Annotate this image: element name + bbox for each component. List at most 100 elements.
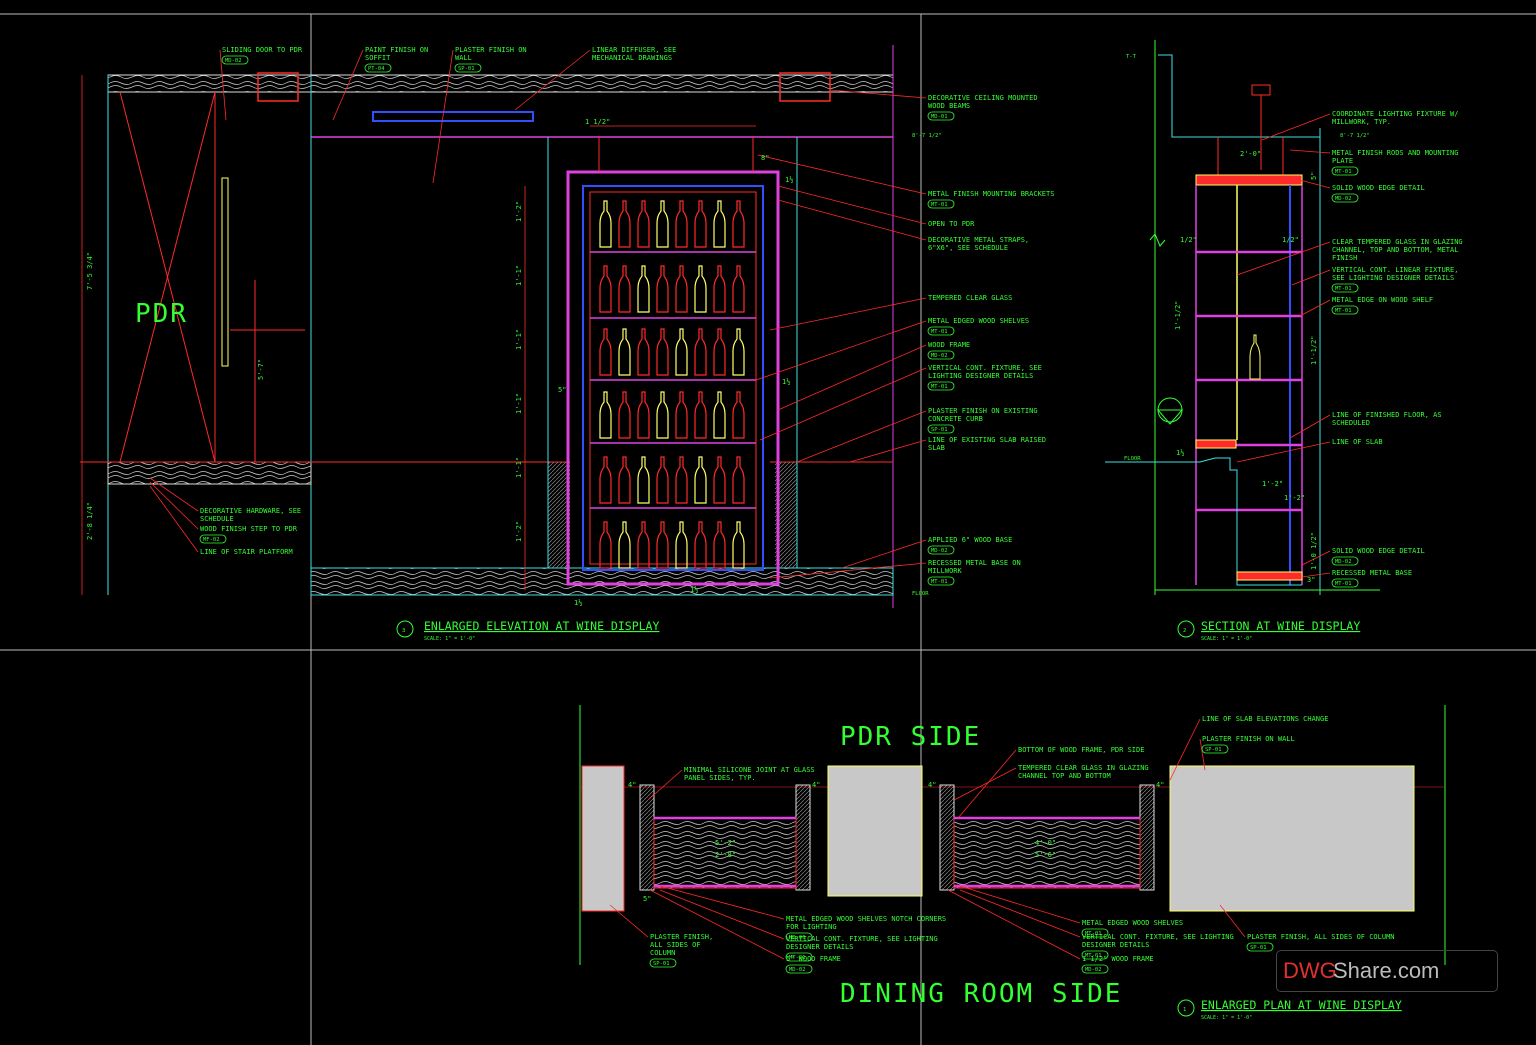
elev-note-right-10-text: APPLIED 6" WOOD BASE [928, 536, 1012, 544]
sect-note-9-tag: MT-01 [1335, 581, 1352, 587]
sect-dim-8: 5" [1310, 172, 1318, 180]
plan-note-bottom-4: METAL EDGED WOOD SHELVES MT-01 [1081, 919, 1183, 938]
elev-level-ceiling: 8'-7 1/2" [912, 133, 942, 139]
elev-bottle-r5-6 [713, 521, 726, 569]
plan-note-bottom-0-tag: SP-01 [653, 961, 670, 967]
elev-bottle-r0-7 [732, 200, 745, 248]
sect-dim-7: 1'-0 1/2" [1310, 532, 1318, 570]
sect-note-1-tag: MT-01 [1335, 169, 1352, 175]
sect-note-9-text: RECESSED METAL BASE [1332, 569, 1412, 577]
plan-dim-2: 4" [928, 781, 936, 789]
elev-bottle-r3-7 [732, 391, 745, 439]
sect-note-4: VERTICAL CONT. LINEAR FIXTURE,SEE LIGHTI… [1331, 266, 1458, 293]
elev-bottle-r1-4 [675, 265, 688, 313]
elev-bottle-r4-4 [675, 456, 688, 504]
elevation-view: PDR 7'-5 3/4" 2'-8 1/4" 5'-7" 1 1/2" 8" … [80, 45, 1054, 642]
plan-dim-3: 4" [1156, 781, 1164, 789]
elev-bottle-r0-3 [656, 200, 669, 248]
plan-note-top-3-text: LINE OF SLAB ELEVATIONS CHANGE [1202, 715, 1328, 723]
elev-bottle-r1-2 [637, 265, 650, 313]
plan-note-bottom-4-text: METAL EDGED WOOD SHELVES [1082, 919, 1183, 927]
elev-bottle-r4-7 [732, 456, 745, 504]
sect-note-2-tag: MD-02 [1335, 196, 1352, 202]
elev-small-dim-2: 1½ [785, 176, 793, 184]
elev-bottle-r0-2 [637, 200, 650, 248]
elev-bottle-r2-7 [732, 328, 745, 376]
plan-note-bottom-3: 5" WOOD FRAME MD-02 [785, 955, 841, 974]
plan-note-bottom-4-tag: MT-01 [1085, 931, 1102, 937]
elev-note-bottom-2: LINE OF STAIR PLATFORM [200, 548, 293, 556]
elev-bottle-r4-0 [599, 456, 612, 504]
plan-label-dining-side: DINING ROOM SIDE [840, 979, 1122, 1009]
elev-note-right-4-text: TEMPERED CLEAR GLASS [928, 294, 1012, 302]
elev-bottle-r0-6 [713, 200, 726, 248]
sect-view-scale: SCALE: 1" = 1'-0" [1201, 636, 1252, 642]
room-label-pdr: PDR [135, 299, 188, 329]
sect-level-ceiling: 8'-7 1/2" [1340, 133, 1370, 139]
elev-bottle-r0-4 [675, 200, 688, 248]
elev-bottle-r2-6 [713, 328, 726, 376]
elev-bottle-r5-0 [599, 521, 612, 569]
plan-note-top-4-text: PLASTER FINISH ON WALL [1202, 735, 1295, 743]
elev-bottle-r3-3 [656, 391, 669, 439]
elev-bottle-r3-0 [599, 391, 612, 439]
plan-dim-8: 5" [643, 895, 651, 903]
sect-note-9: RECESSED METAL BASE MT-01 [1331, 569, 1412, 588]
sect-dim-1: 1/2" [1180, 236, 1197, 244]
elev-note-right-6-text: WOOD FRAME [928, 341, 970, 349]
elev-note-right-3: DECORATIVE METAL STRAPS,6"X6", SEE SCHED… [928, 236, 1029, 252]
elev-shelf-dim-3: 1'-1" [515, 393, 523, 414]
elev-bottle-r4-2 [637, 456, 650, 504]
elev-note-right-1-text: METAL FINISH MOUNTING BRACKETS [928, 190, 1054, 198]
elev-note-top-2-tag: SP-01 [458, 66, 475, 72]
plan-note-bottom-3-text: 5" WOOD FRAME [786, 955, 841, 963]
plan-dim-5: 2'-8" [715, 851, 736, 859]
plan-dim-0: 4" [628, 781, 636, 789]
plan-note-bottom-5-tag: MT-01 [1085, 953, 1102, 959]
plan-note-top-3: LINE OF SLAB ELEVATIONS CHANGE [1202, 715, 1328, 723]
plan-note-bottom-7-text: PLASTER FINISH, ALL SIDES OF COLUMN [1247, 933, 1395, 941]
sect-note-4-tag: MT-01 [1335, 286, 1352, 292]
elev-small-dim-1: 1½ [690, 586, 698, 594]
plan-note-bottom-3-tag: MD-02 [789, 967, 806, 973]
plan-label-pdr-side: PDR SIDE [840, 722, 981, 752]
plan-note-bottom-7-tag: SP-01 [1250, 945, 1267, 951]
elev-view-scale: SCALE: 1" = 1'-0" [424, 636, 475, 642]
elev-view-number: 3 [402, 628, 405, 634]
plan-note-top-4-tag: SP-01 [1205, 747, 1222, 753]
elev-bottle-r4-5 [694, 456, 707, 504]
elev-bottle-r2-2 [637, 328, 650, 376]
plan-note-top-4: PLASTER FINISH ON WALL SP-01 [1201, 735, 1295, 754]
plan-note-top-1: BOTTOM OF WOOD FRAME, PDR SIDE [1018, 746, 1144, 754]
elev-note-bottom-1-tag: MF-02 [203, 537, 220, 543]
elev-shelf-dim-1: 1'-1" [515, 265, 523, 286]
elev-dim-5b: 1½ [782, 378, 790, 386]
elev-note-right-8-tag: SP-01 [931, 427, 948, 433]
watermark-part2: Share.com [1333, 958, 1440, 983]
